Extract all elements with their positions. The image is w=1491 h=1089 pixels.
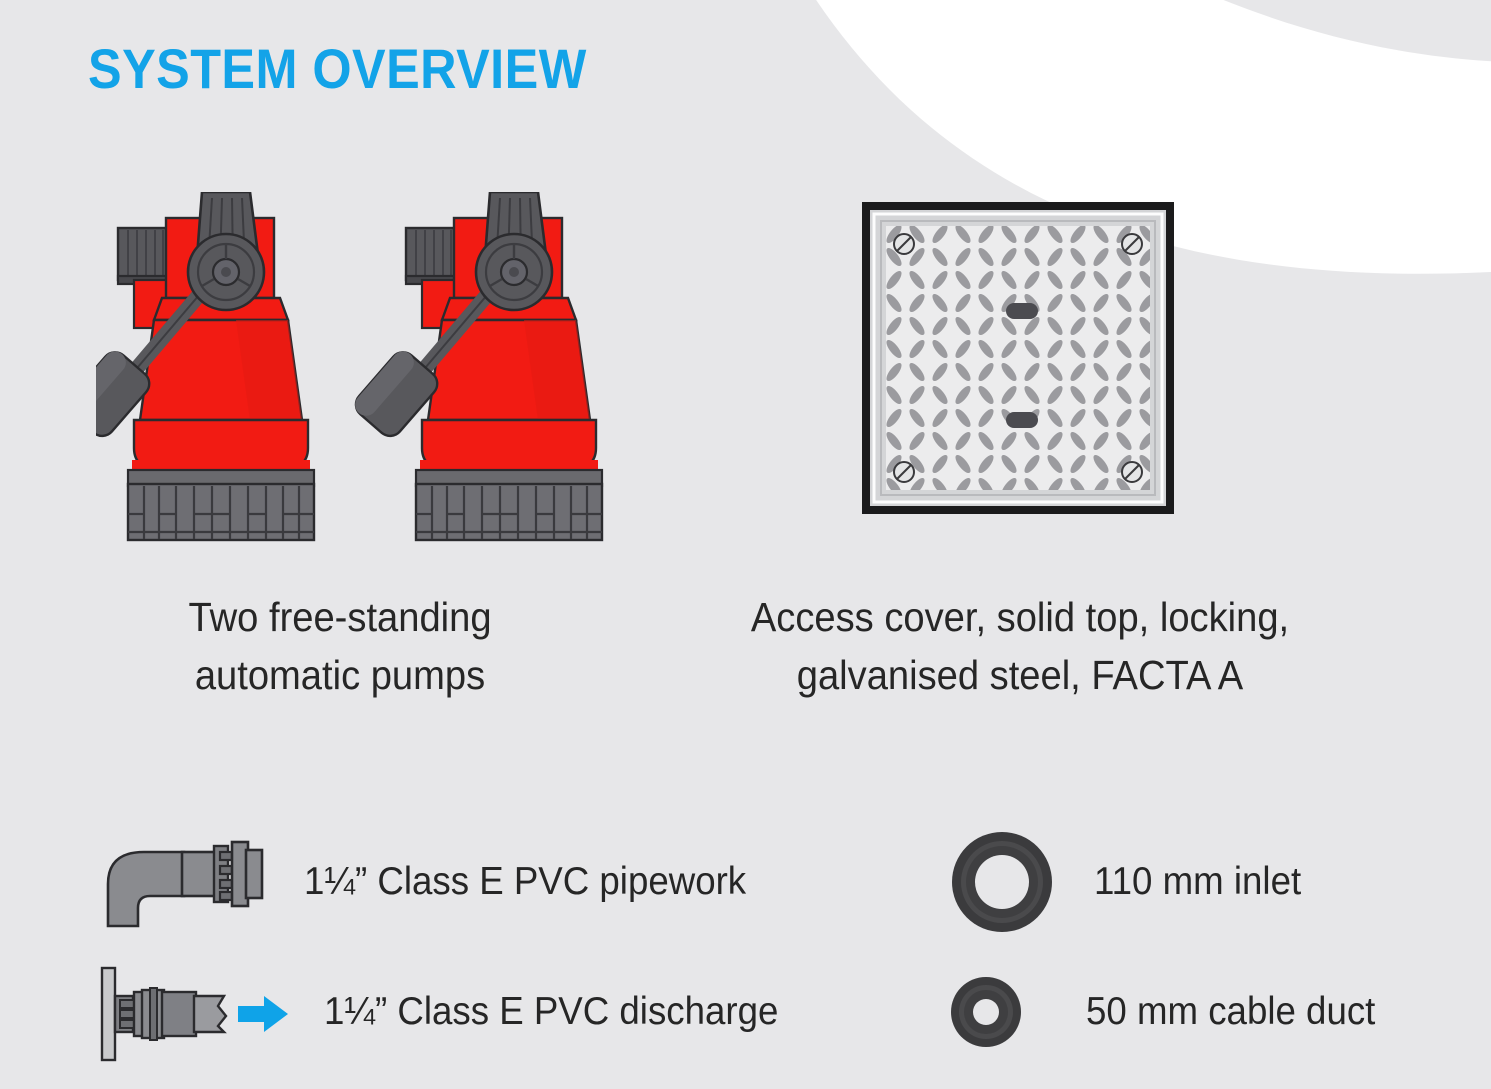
- spec-row-pipework: 1¼” Class E PVC pipework: [100, 832, 860, 932]
- spec-label-discharge: 1¼” Class E PVC discharge: [324, 990, 779, 1033]
- pipe-elbow-fitting-icon: [100, 834, 268, 930]
- caption-pumps-line1: Two free-standing: [188, 594, 492, 640]
- twin-submersible-pumps-illustration: [96, 192, 656, 542]
- caption-access-cover: Access cover, solid top, locking, galvan…: [713, 588, 1327, 704]
- small-grommet-ring-icon: [948, 974, 1024, 1050]
- cover-lifting-slots: [1006, 303, 1038, 428]
- large-grommet-ring-icon: [948, 828, 1056, 936]
- pump-right: [351, 192, 602, 540]
- spec-label-pipework: 1¼” Class E PVC pipework: [304, 860, 747, 903]
- spec-label-inlet: 110 mm inlet: [1094, 860, 1302, 903]
- checker-plate-access-cover-illustration: [862, 202, 1174, 514]
- caption-pumps: Two free-standing automatic pumps: [80, 588, 601, 704]
- page-title: SYSTEM OVERVIEW: [88, 37, 587, 100]
- wall-discharge-fitting-icon: [96, 962, 296, 1062]
- caption-cover-line1: Access cover, solid top, locking,: [750, 594, 1290, 640]
- flow-arrow-icon: [238, 996, 288, 1032]
- spec-row-discharge: 1¼” Class E PVC discharge: [96, 962, 856, 1062]
- pump-left: [96, 192, 314, 540]
- caption-cover-line2: galvanised steel, FACTA A: [796, 652, 1244, 699]
- spec-label-cable-duct: 50 mm cable duct: [1086, 990, 1376, 1033]
- caption-pumps-line2: automatic pumps: [194, 652, 486, 699]
- spec-row-cable-duct: 50 mm cable duct: [948, 962, 1468, 1062]
- spec-row-inlet: 110 mm inlet: [948, 832, 1468, 932]
